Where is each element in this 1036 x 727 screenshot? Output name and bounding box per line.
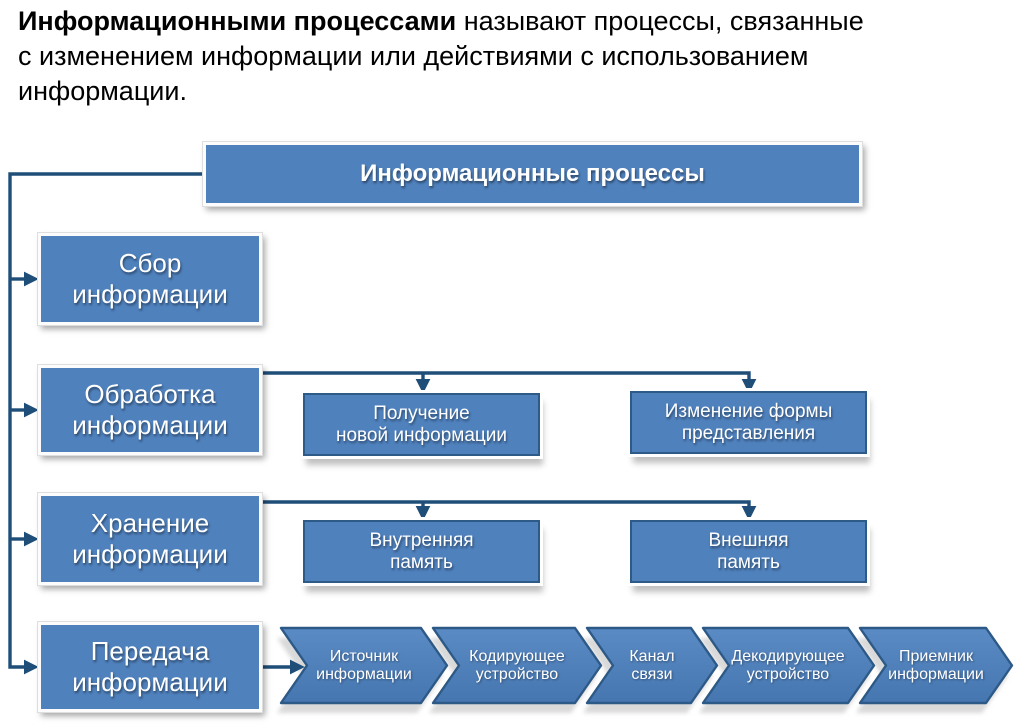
- connector-lines: [8, 172, 757, 675]
- node-external-memory: Внешняя память: [630, 520, 867, 583]
- chevron-receiver-label: Приемник информации: [888, 647, 984, 683]
- headline-line3: информации.: [18, 76, 187, 106]
- node-process-information: Обработка информации: [38, 365, 262, 455]
- node-new-information-label: Получение новой информации: [335, 402, 507, 446]
- chevron-encoder: Кодирующее устройство: [442, 628, 592, 703]
- node-store-label: Хранение информации: [72, 508, 228, 569]
- node-collect-information: Сбор информации: [38, 233, 262, 325]
- chevron-encoder-shape: [431, 626, 603, 705]
- connector-process-to-form-change: [262, 371, 757, 394]
- node-information-processes: Информационные процессы: [203, 142, 862, 206]
- chevron-shapes: [279, 626, 1014, 705]
- chevron-source-label: Источник информации: [316, 647, 412, 683]
- node-transfer-information: Передача информации: [38, 622, 262, 712]
- node-internal-memory: Внутренняя память: [303, 520, 540, 583]
- chevron-decoder-shape: [701, 626, 876, 705]
- headline-line2: с изменением информации или действиями с…: [18, 41, 809, 71]
- headline: Информационными процессами называют проц…: [18, 4, 968, 109]
- chevron-decoder-label: Декодирующее устройство: [731, 647, 845, 683]
- node-collect-label: Сбор информации: [72, 248, 228, 309]
- chevron-channel-label: Канал связи: [629, 647, 675, 683]
- node-internal-memory-label: Внутренняя память: [369, 529, 474, 573]
- chevron-encoder-label: Кодирующее устройство: [469, 647, 565, 683]
- headline-line1: называют процессы, связанные: [456, 6, 864, 36]
- node-process-label: Обработка информации: [72, 379, 228, 440]
- connector-root-to-transfer: [8, 172, 203, 675]
- chevron-source-shape: [279, 626, 449, 705]
- chevron-receiver-shape: [858, 626, 1014, 705]
- node-new-information: Получение новой информации: [303, 393, 540, 456]
- node-store-information: Хранение информации: [38, 493, 262, 585]
- node-form-change-label: Изменение формы представления: [664, 400, 833, 444]
- chevron-receiver: Приемник информации: [861, 628, 1011, 703]
- chevron-source: Источник информации: [289, 628, 439, 703]
- headline-term: Информационными процессами: [18, 6, 457, 36]
- node-information-processes-label: Информационные процессы: [360, 160, 705, 187]
- connector-store-to-external: [262, 500, 757, 521]
- node-transfer-label: Передача информации: [72, 636, 228, 697]
- chevron-channel-shape: [585, 626, 719, 705]
- chevron-channel: Канал связи: [577, 628, 727, 703]
- node-form-change: Изменение формы представления: [630, 391, 867, 454]
- chevron-decoder: Декодирующее устройство: [713, 628, 863, 703]
- node-external-memory-label: Внешняя память: [708, 529, 789, 573]
